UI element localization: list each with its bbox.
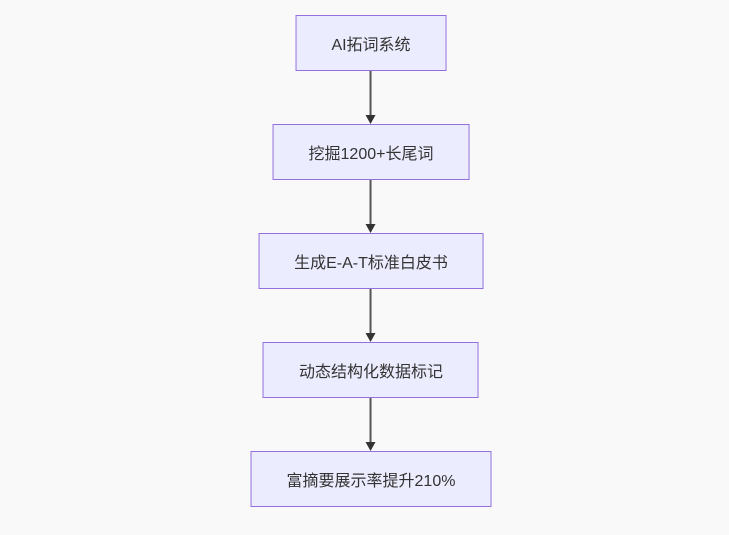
node-label: AI拓词系统 [331, 37, 411, 54]
flowchart-column: AI拓词系统 挖掘1200+长尾词 生成E-A-T标准白皮书 动态结构化数据标记 [250, 15, 492, 507]
edge-d-to-e [366, 398, 376, 451]
arrowhead-down-icon [366, 115, 376, 124]
node-label: 动态结构化数据标记 [298, 364, 443, 381]
node-label: 富摘要展示率提升210% [286, 473, 456, 490]
node-rich-snippet-result: 富摘要展示率提升210% [250, 451, 492, 507]
arrow-line [370, 71, 372, 115]
arrow-line [370, 398, 372, 442]
node-ai-keyword-system: AI拓词系统 [295, 15, 447, 71]
edge-b-to-c [366, 180, 376, 233]
arrow-line [370, 180, 372, 224]
node-eat-whitepaper: 生成E-A-T标准白皮书 [258, 233, 484, 289]
node-label: 生成E-A-T标准白皮书 [294, 255, 448, 272]
arrowhead-down-icon [366, 224, 376, 233]
arrowhead-down-icon [366, 333, 376, 342]
node-label: 挖掘1200+长尾词 [308, 146, 434, 163]
arrowhead-down-icon [366, 442, 376, 451]
arrow-line [370, 289, 372, 333]
node-longtail-mining: 挖掘1200+长尾词 [272, 124, 470, 180]
node-structured-data-markup: 动态结构化数据标记 [262, 342, 479, 398]
edge-c-to-d [366, 289, 376, 342]
edge-a-to-b [366, 71, 376, 124]
